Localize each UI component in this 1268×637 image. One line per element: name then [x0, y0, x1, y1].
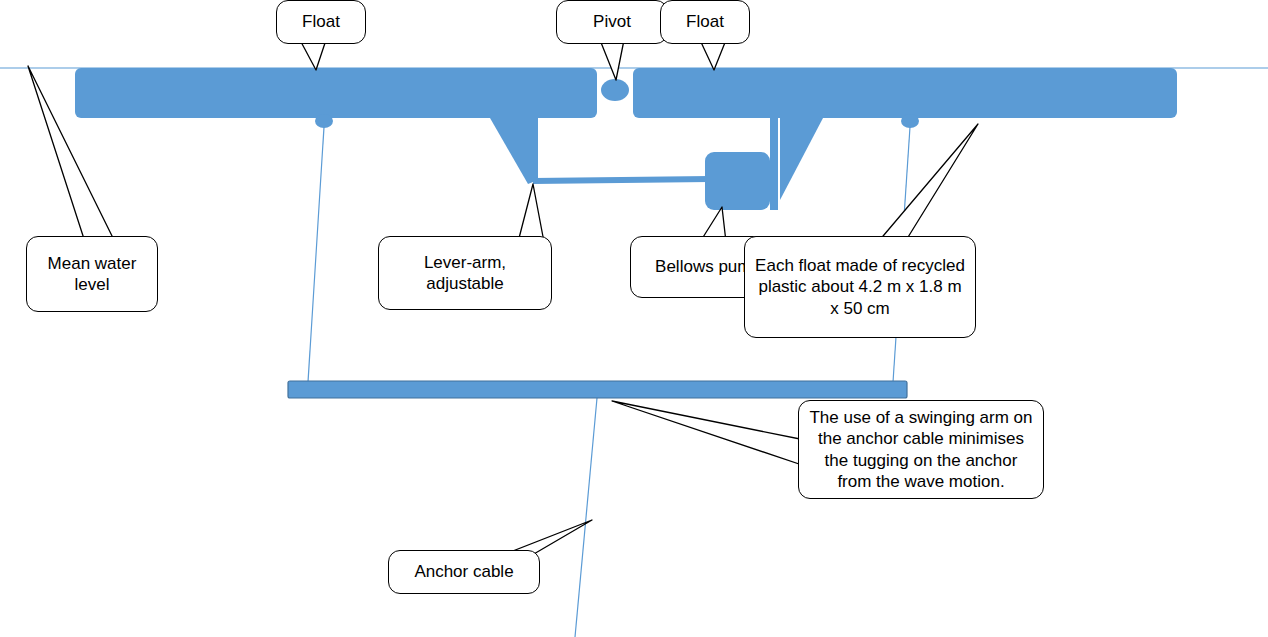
- callout-tail: [600, 40, 624, 80]
- callout-tail: [518, 184, 544, 242]
- lug: [315, 114, 333, 128]
- callout-text: Each float made of recycled plastic abou…: [755, 255, 965, 319]
- pump-bracket: [770, 118, 778, 210]
- callout-tail: [700, 40, 726, 70]
- callout-text: The use of a swinging arm on the anchor …: [809, 407, 1033, 492]
- callout-box: Float: [660, 0, 750, 44]
- callout-text: Float: [302, 11, 340, 32]
- anchor-cable-line: [575, 398, 597, 637]
- bellows-pump: [705, 152, 770, 210]
- callout-box: Mean water level: [26, 236, 158, 312]
- lug: [901, 114, 919, 128]
- callout-text: Pivot: [593, 11, 631, 32]
- callout-tail: [28, 66, 115, 242]
- callout-box: Anchor cable: [388, 550, 540, 594]
- callout-text: Lever-arm, adjustable: [389, 252, 541, 295]
- callout-box: The use of a swinging arm on the anchor …: [798, 400, 1044, 499]
- pump-bracket: [780, 118, 823, 200]
- push-rod: [533, 176, 710, 184]
- callout-tail: [300, 40, 326, 70]
- callout-box: Each float made of recycled plastic abou…: [744, 236, 976, 338]
- callout-box: Float: [276, 0, 366, 44]
- callout-box: Lever-arm, adjustable: [378, 236, 552, 310]
- lever-arm: [490, 118, 538, 184]
- callout-tail: [612, 401, 805, 466]
- mooring-line: [308, 127, 324, 382]
- callout-text: Float: [686, 11, 724, 32]
- callout-box: Pivot: [556, 0, 668, 44]
- callout-text: Mean water level: [37, 253, 147, 296]
- pivot: [601, 79, 629, 101]
- float-left: [75, 68, 597, 118]
- callout-tail: [878, 124, 978, 242]
- float-right: [633, 68, 1177, 118]
- callout-text: Anchor cable: [414, 561, 513, 582]
- swinging-arm: [288, 381, 907, 398]
